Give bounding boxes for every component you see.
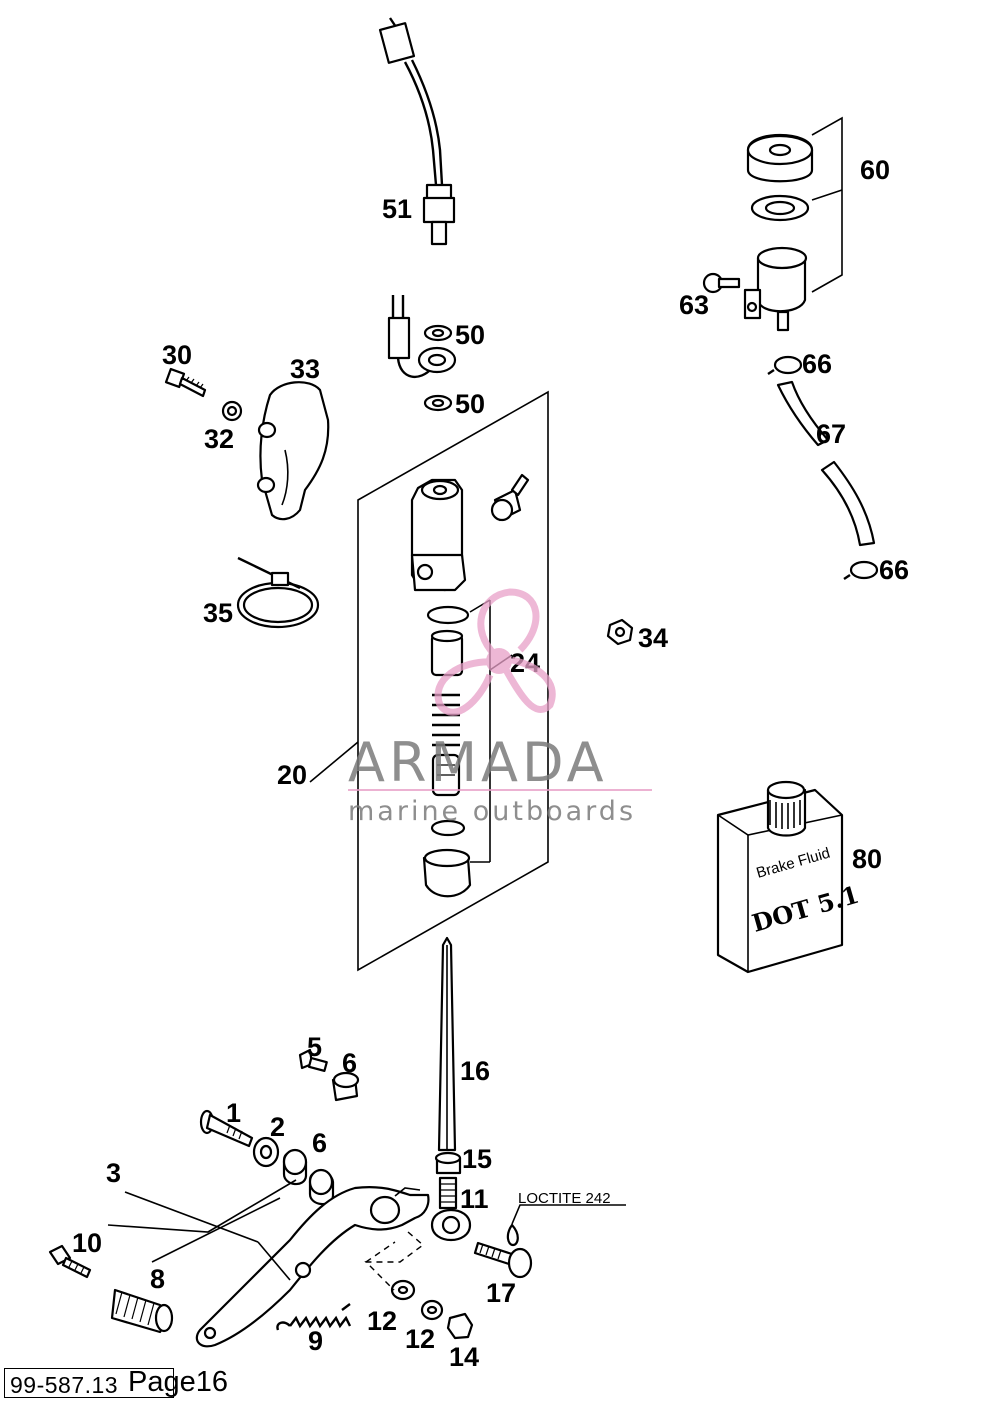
part-9-spring <box>276 1303 352 1331</box>
label-60: 60 <box>860 155 890 185</box>
label-4: 6 <box>312 1128 327 1158</box>
label-8: 8 <box>150 1264 165 1294</box>
part-66-clamp-bottom <box>843 560 879 580</box>
label-5: 5 <box>307 1032 322 1062</box>
watermark-tagline: marine outboards <box>348 796 636 827</box>
part-60-reservoir <box>743 116 843 332</box>
label-67: 67 <box>816 419 846 449</box>
part-11-clevis <box>430 1176 472 1241</box>
label-12-a: 12 <box>367 1306 397 1336</box>
part-80-brake-fluid-bottle: Brake Fluid DOT 5.1 <box>716 780 862 974</box>
part-17-bolt <box>473 1241 533 1279</box>
part-12-washer-b <box>420 1299 444 1321</box>
label-12-b: 12 <box>405 1324 435 1354</box>
footer-frame <box>4 1368 174 1398</box>
label-51: 51 <box>382 194 412 224</box>
armada-watermark: ARMADA marine outboards <box>348 588 652 827</box>
label-66-bottom: 66 <box>879 555 909 585</box>
part-10-screw <box>48 1244 92 1279</box>
label-14: 14 <box>449 1342 479 1372</box>
part-30-bolt <box>164 367 207 398</box>
part-66-clamp-top <box>767 355 803 375</box>
part-12-washer-a <box>390 1279 416 1301</box>
label-80: 80 <box>852 844 882 874</box>
watermark-brand: ARMADA <box>348 731 608 794</box>
label-34: 34 <box>638 623 668 653</box>
propeller-logo <box>434 588 556 716</box>
part-15-nut <box>434 1151 462 1175</box>
label-30: 30 <box>162 340 192 370</box>
part-14-nut <box>446 1312 474 1340</box>
label-33: 33 <box>290 354 320 384</box>
part-35-cable-tie <box>236 556 320 629</box>
part-2-washer <box>252 1136 280 1168</box>
label-17: 17 <box>486 1278 516 1308</box>
label-2: 2 <box>270 1112 285 1142</box>
part-3-brake-pedal <box>195 1186 430 1348</box>
label-50-bottom: 50 <box>455 389 485 419</box>
label-10: 10 <box>72 1228 102 1258</box>
part-34-nut <box>606 618 634 646</box>
label-15: 15 <box>462 1144 492 1174</box>
part-8-footpeg <box>110 1288 174 1334</box>
part-4-bushing-b <box>308 1168 335 1206</box>
label-32: 32 <box>204 424 234 454</box>
label-16: 16 <box>460 1056 490 1086</box>
master-cylinder-body <box>410 473 530 592</box>
label-66-top: 66 <box>802 349 832 379</box>
cylinder-internals <box>422 605 472 898</box>
label-3: 3 <box>106 1158 121 1188</box>
footer-page-number: Page16 <box>128 1366 228 1398</box>
part-6-bushing <box>331 1071 360 1102</box>
part-16-push-rod <box>437 936 457 1152</box>
part-labels: 51 50 50 30 33 32 35 34 24 20 60 63 66 6… <box>72 155 909 1372</box>
part-33-cover <box>256 381 330 521</box>
label-20: 20 <box>277 760 307 790</box>
loctite-annotation: LOCTITE 242 <box>518 1190 611 1207</box>
label-1: 1 <box>226 1098 241 1128</box>
label-9: 9 <box>308 1326 323 1356</box>
part-50-banjo <box>387 295 457 412</box>
label-63: 63 <box>679 290 709 320</box>
part-32-nut <box>221 400 243 422</box>
part-51-sensor <box>378 17 456 246</box>
part-5-screw <box>298 1048 328 1073</box>
label-11: 11 <box>460 1184 489 1214</box>
footer-code: 99-587.13 <box>10 1372 119 1398</box>
label-35: 35 <box>203 598 233 628</box>
part-4-bushing-a <box>282 1148 308 1186</box>
part-1-bolt <box>199 1109 254 1148</box>
label-50-top: 50 <box>455 320 485 350</box>
part-63-screw <box>702 272 741 294</box>
label-6: 6 <box>342 1048 357 1078</box>
part-67-hose <box>776 380 876 547</box>
loctite-drop <box>506 1204 626 1247</box>
